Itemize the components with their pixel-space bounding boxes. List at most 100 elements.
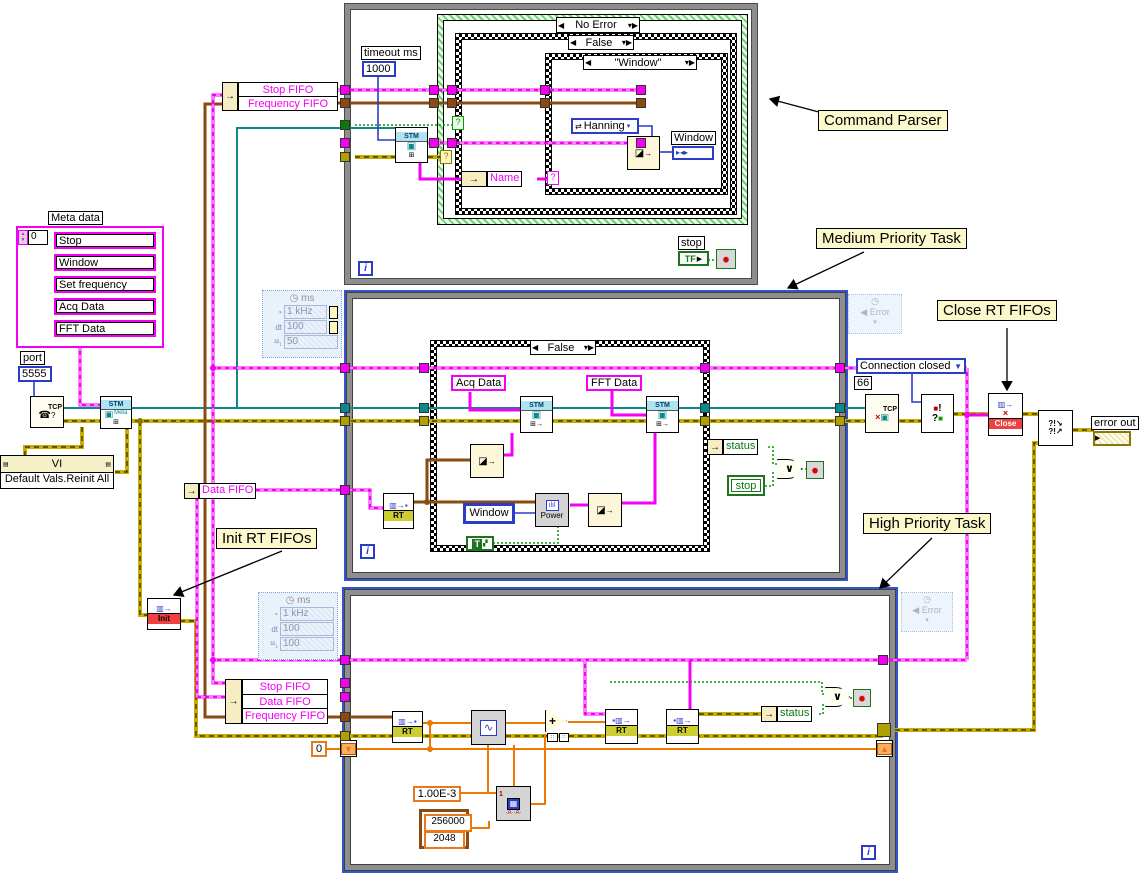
- rt-fifo-write-icon-1[interactable]: ▪▥→ RT: [605, 709, 638, 744]
- medium-priority-timed-loop[interactable]: [347, 293, 845, 578]
- window-indicator[interactable]: ▸◂▸: [672, 146, 714, 160]
- status-arrow-high: →: [761, 706, 777, 722]
- power-spectrum-icon[interactable]: ılıl Power: [535, 493, 569, 527]
- tunnel: [340, 152, 350, 162]
- stm-meta-icon[interactable]: STM ▣Meta ⊞: [100, 396, 132, 429]
- rt-fifo-close-icon[interactable]: ▥→ × Close: [988, 393, 1023, 436]
- meta-item-2[interactable]: Set frequency: [54, 276, 156, 293]
- loop-condition-cmd[interactable]: ●: [716, 249, 736, 269]
- fifo-name-constants-cmd[interactable]: Stop FIFO Frequency FIFO: [238, 82, 338, 111]
- invoke-node[interactable]: ▤ VI ▤ Default Vals.Reinit All: [0, 455, 114, 489]
- window-control-terminal[interactable]: Window: [463, 503, 515, 524]
- tunnel: [340, 120, 350, 130]
- meta-item-3[interactable]: Acq Data: [54, 298, 156, 315]
- loop-condition-med[interactable]: ●: [806, 461, 824, 479]
- stop-boolean-terminal-cmd[interactable]: TF▶: [678, 251, 709, 266]
- tcp-listen-icon[interactable]: TCP ☎?: [30, 396, 64, 428]
- tunnel: [419, 403, 429, 413]
- tunnel: [447, 138, 457, 148]
- case-selector-false-cmd[interactable]: ◀False ▾▶: [568, 35, 634, 50]
- rt-fifo-read-icon-high[interactable]: ▥→▪ RT: [392, 711, 423, 743]
- case-next-icon[interactable]: ▶: [631, 20, 638, 30]
- timed-loop-error-node-high: ◷ ◀ Error ▾: [901, 592, 953, 632]
- fifo-names-arrow: →: [222, 82, 238, 111]
- fifo-names-arrow-high: →: [225, 679, 242, 724]
- tunnel: [340, 363, 350, 373]
- stop-control-med[interactable]: stop: [727, 475, 765, 496]
- case-selector-window[interactable]: ◀"Window" ▾▶: [583, 55, 697, 70]
- meta-item-4[interactable]: FFT Data: [54, 320, 156, 337]
- merge-errors-icon[interactable]: ?!↘ ?!↗: [1038, 410, 1073, 446]
- meta-item-1[interactable]: Window: [54, 254, 156, 271]
- stop-fifo-name: Stop FIFO: [239, 83, 337, 97]
- case-selector-false-med[interactable]: ◀False ▾▶: [530, 340, 596, 355]
- tunnel: [835, 403, 845, 413]
- case-prev-icon[interactable]: ◀: [558, 20, 565, 30]
- boolean-wires: [355, 124, 854, 715]
- connection-closed-ring[interactable]: Connection closed ▼: [856, 358, 966, 374]
- hanning-enum-constant[interactable]: ⇄ Hanning ▾: [571, 118, 639, 134]
- invoke-method: Default Vals.Reinit All: [1, 473, 113, 488]
- tunnel: [700, 403, 710, 413]
- stm-write-icon-2[interactable]: STM ▣ ⊞→: [646, 396, 679, 433]
- vi-ref-glyph: ▤: [3, 461, 9, 468]
- shift-register-right[interactable]: ▲: [876, 740, 893, 757]
- error-code-constant[interactable]: 66: [854, 376, 873, 390]
- iteration-terminal-high: i: [861, 845, 876, 860]
- tcp-close-icon[interactable]: TCP ×▣: [865, 394, 899, 433]
- variant-to-data-icon-med[interactable]: ◪→: [470, 444, 504, 478]
- loop-condition-high[interactable]: ●: [853, 689, 871, 707]
- zero-constant[interactable]: 0: [311, 741, 327, 757]
- meta-item-0[interactable]: Stop: [54, 232, 156, 249]
- tunnel: [877, 723, 891, 737]
- shift-register-left[interactable]: ▼: [340, 740, 357, 757]
- port-label: port: [20, 351, 45, 365]
- case-dropdown-icon[interactable]: ▾: [627, 20, 632, 30]
- tunnel: [835, 416, 845, 426]
- stop-terminal-label-cmd: stop: [678, 236, 705, 250]
- true-constant[interactable]: T▞: [466, 536, 494, 551]
- rt-fifo-read-icon-med[interactable]: ▥→▪ RT: [383, 493, 414, 529]
- clear-errors-icon[interactable]: ■! ?■: [921, 394, 954, 433]
- stm-write-icon-1[interactable]: STM ▣ ⊞→: [520, 396, 553, 433]
- tunnel: [340, 655, 350, 665]
- data-fifo-arrow: →: [184, 483, 199, 499]
- meta-data-label: Meta data: [48, 211, 103, 225]
- timeout-constant[interactable]: 1000: [362, 61, 396, 77]
- stm-read-icon[interactable]: STM ▣ ⊞: [395, 127, 428, 163]
- fifo-name-constants-high[interactable]: Stop FIFO Data FIFO Frequency FIFO: [242, 679, 328, 724]
- tunnel: [447, 85, 457, 95]
- coercion-dots: ∷ ∷: [547, 733, 569, 742]
- port-constant[interactable]: 5555: [18, 366, 52, 382]
- acq-data-constant[interactable]: Acq Data: [451, 375, 507, 391]
- timing-cluster[interactable]: 256000 2048: [419, 809, 472, 849]
- meta-array-index[interactable]: ▲▼ 0: [18, 230, 48, 245]
- tunnel: [835, 363, 845, 373]
- monitor-glyph: ▣: [406, 140, 417, 152]
- tunnel: [340, 85, 350, 95]
- sine-waveform-icon[interactable]: ∿: [471, 710, 506, 745]
- tunnel: [700, 416, 710, 426]
- status-label-med: status: [723, 439, 759, 455]
- clock-source-icon: ◔: [277, 307, 282, 317]
- status-label-high: status: [777, 706, 813, 722]
- command-parser-label: Command Parser: [818, 110, 948, 131]
- data-fifo-name[interactable]: Data FIFO: [199, 483, 257, 499]
- tunnel: [340, 416, 350, 426]
- exp-constant[interactable]: 1.00E-3: [413, 786, 461, 802]
- iteration-terminal-med: i: [360, 544, 375, 559]
- error-out-indicator[interactable]: ▶: [1093, 431, 1131, 446]
- fifo-ref-wires: [203, 101, 641, 719]
- fft-data-constant[interactable]: FFT Data: [586, 375, 643, 391]
- rt-fifo-create-icon[interactable]: ▥→ Init: [147, 598, 181, 630]
- resample-express-icon[interactable]: 1 ▦ ·A··A·: [496, 786, 531, 821]
- rt-fifo-write-icon-2[interactable]: ▪▥→ RT: [666, 709, 699, 744]
- status-arrow-med: →: [707, 439, 723, 455]
- name-label: Name: [487, 171, 523, 187]
- high-priority-timed-loop[interactable]: [345, 590, 895, 870]
- flatten-to-string-icon[interactable]: ◪→: [588, 493, 622, 527]
- case-selector-no-error[interactable]: ◀ No Error ▾ ▶: [556, 17, 640, 33]
